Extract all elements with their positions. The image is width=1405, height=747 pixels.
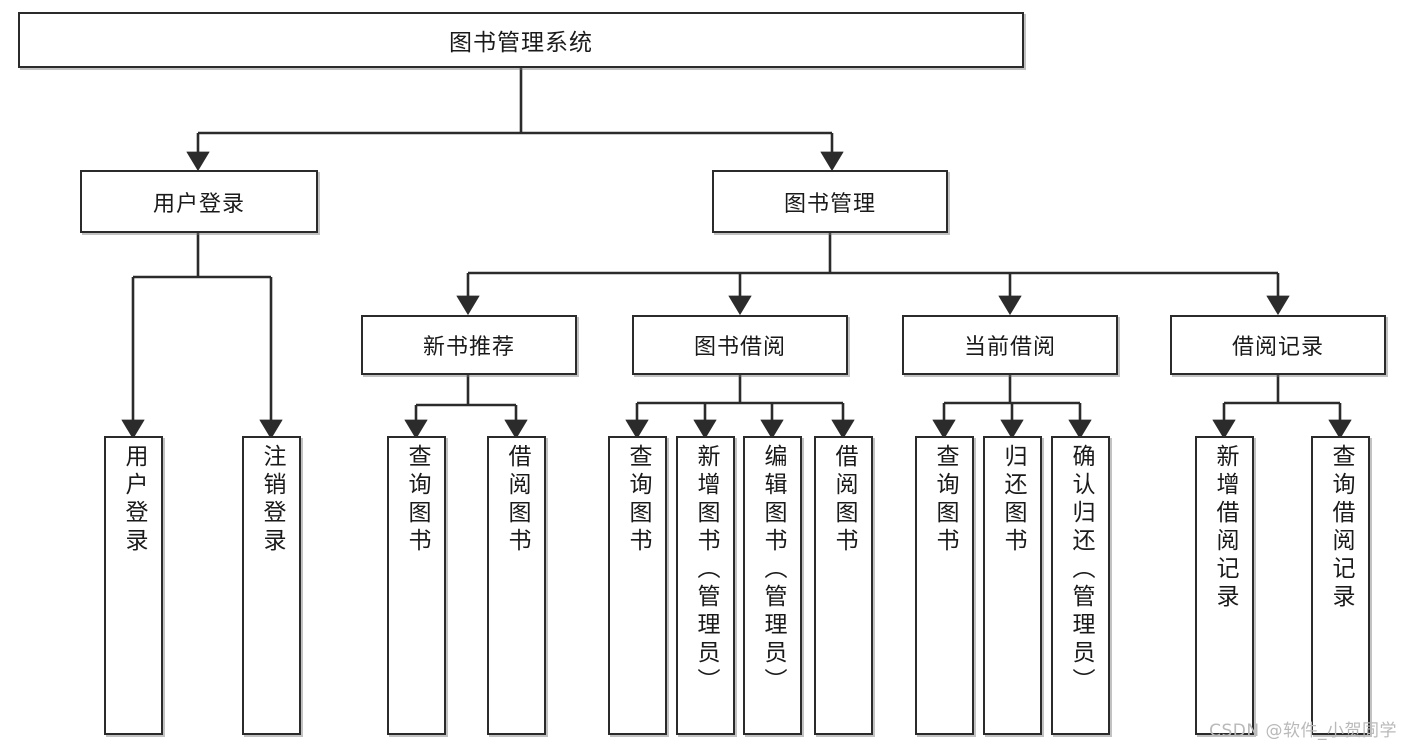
node-book-manage[interactable]: 图书管理 [712,170,948,233]
leaf-query-book-2[interactable]: 查询图书 [608,436,667,735]
node-borrow-record-label: 借阅记录 [1231,335,1324,360]
leaf-borrow-book-2[interactable]: 借阅图书 [814,436,873,735]
node-current-borrow[interactable]: 当前借阅 [902,315,1118,375]
node-new-book-rec-label: 新书推荐 [422,335,515,360]
leaf-user-login-label: 用户登录 [121,444,147,556]
leaf-logout-label: 注销登录 [259,444,285,556]
leaf-query-record[interactable]: 查询借阅记录 [1311,436,1370,735]
node-root[interactable]: 图书管理系统 [18,12,1024,68]
leaf-add-book[interactable]: 新增图书（管理员） [676,436,735,735]
leaf-query-book-3-label: 查询图书 [932,444,958,556]
leaf-borrow-book-2-label: 借阅图书 [831,444,857,556]
node-book-borrow-label: 图书借阅 [693,335,786,360]
leaf-user-login[interactable]: 用户登录 [104,436,163,735]
leaf-borrow-book-1[interactable]: 借阅图书 [487,436,546,735]
node-book-manage-label: 图书管理 [783,191,876,217]
node-user-login-label: 用户登录 [152,191,245,217]
leaf-query-book-3[interactable]: 查询图书 [915,436,974,735]
leaf-return-book[interactable]: 归还图书 [983,436,1042,735]
node-borrow-record[interactable]: 借阅记录 [1170,315,1386,375]
leaf-query-book-2-label: 查询图书 [625,444,651,556]
leaf-add-record-label: 新增借阅记录 [1212,444,1238,612]
watermark: CSDN @软件_小贺同学 [1209,721,1397,741]
leaf-query-record-label: 查询借阅记录 [1328,444,1354,612]
leaf-logout[interactable]: 注销登录 [242,436,301,735]
leaf-confirm-return[interactable]: 确认归还（管理员） [1051,436,1110,735]
node-root-label: 图书管理系统 [449,30,593,56]
leaf-edit-book[interactable]: 编辑图书（管理员） [743,436,802,735]
leaf-add-record[interactable]: 新增借阅记录 [1195,436,1254,735]
leaf-borrow-book-1-label: 借阅图书 [504,444,530,556]
leaf-confirm-return-label: 确认归还（管理员） [1068,444,1094,696]
node-book-borrow[interactable]: 图书借阅 [632,315,848,375]
node-new-book-rec[interactable]: 新书推荐 [361,315,577,375]
leaf-add-book-label: 新增图书（管理员） [693,444,719,696]
leaf-query-book-1-label: 查询图书 [404,444,430,556]
node-user-login[interactable]: 用户登录 [80,170,318,233]
node-current-borrow-label: 当前借阅 [963,335,1056,360]
leaf-edit-book-label: 编辑图书（管理员） [760,444,786,696]
leaf-query-book-1[interactable]: 查询图书 [387,436,446,735]
leaf-return-book-label: 归还图书 [1000,444,1026,556]
